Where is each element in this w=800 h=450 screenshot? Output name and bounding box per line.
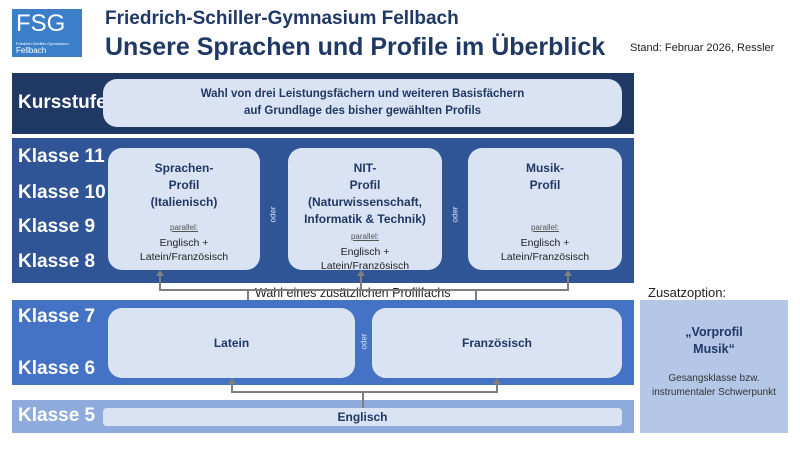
arrow-icon: [228, 378, 236, 384]
kursstufe-text-2: auf Grundlage des bisher gewählten Profi…: [243, 105, 482, 117]
school-name: Friedrich-Schiller-Gymnasium Fellbach: [105, 8, 459, 29]
kursstufe-label: Kursstufe: [18, 92, 107, 113]
zusatz-desc-2: instrumentaler Schwerpunkt: [652, 387, 776, 398]
parallel-line-2: Latein/Französisch: [500, 251, 590, 263]
upper-band: Klasse 11 Klasse 10 Klasse 9 Klasse 8 Sp…: [12, 138, 634, 283]
profile-nit: NIT- Profil (Naturwissenschaft, Informat…: [288, 148, 442, 272]
lower-band: Klasse 5 Englisch: [12, 400, 634, 433]
label-klasse-9: Klasse 9: [18, 216, 96, 237]
middle-band: Klasse 7 Klasse 6 Latein oder Französisc…: [12, 300, 634, 385]
profile-title-line: (Italienisch): [150, 195, 218, 209]
parallel-label: parallel:: [350, 232, 379, 241]
parallel-line-2: Latein/Französisch: [320, 260, 410, 272]
logo-town: Fellbach: [16, 46, 47, 55]
englisch-box: Englisch: [103, 408, 622, 426]
profile-title-line: Informatik & Technik): [304, 212, 426, 226]
latein-box: Latein: [108, 308, 355, 378]
label-klasse-7: Klasse 7: [18, 306, 96, 327]
zusatz-title-2: Musik“: [693, 342, 735, 356]
arrow-icon: [156, 270, 164, 276]
page-title: Unsere Sprachen und Profile im Überblick: [105, 33, 606, 61]
zusatz-title-1: „Vorprofil: [685, 325, 743, 339]
label-klasse-5: Klasse 5: [18, 405, 96, 426]
parallel-line-2: Latein/Französisch: [139, 251, 229, 263]
franzoesisch-label: Französisch: [461, 336, 533, 350]
kursstufe-box: Wahl von drei Leistungsfächern und weite…: [103, 79, 622, 127]
parallel-label: parallel:: [530, 223, 559, 232]
label-klasse-11: Klasse 11: [18, 146, 105, 167]
label-klasse-10: Klasse 10: [18, 182, 106, 203]
parallel-line-1: Englisch +: [340, 246, 390, 258]
profile-musik: Musik- Profil parallel: Englisch + Latei…: [468, 148, 622, 270]
parallel-line-1: Englisch +: [159, 237, 209, 249]
franzoesisch-box: Französisch: [372, 308, 622, 378]
zusatz-box: „Vorprofil Musik“ Gesangsklasse bzw. ins…: [640, 300, 788, 433]
upper-connector: [159, 273, 569, 300]
parallel-label: parallel:: [169, 223, 198, 232]
latein-label: Latein: [213, 336, 250, 350]
arrow-icon: [564, 270, 572, 276]
school-logo: FSG Friedrich-Schiller-Gymnasium Fellbac…: [12, 9, 82, 57]
lower-connector: [231, 381, 498, 408]
kursstufe-band: Kursstufe Wahl von drei Leistungsfächern…: [12, 73, 634, 134]
zusatz-heading: Zusatzoption:: [648, 285, 727, 300]
arrow-icon: [493, 378, 501, 384]
profile-title-line: NIT-: [353, 161, 377, 175]
logo-name: Friedrich-Schiller-Gymnasium: [16, 41, 69, 46]
label-klasse-6: Klasse 6: [18, 358, 96, 379]
englisch-label: Englisch: [337, 410, 388, 424]
zusatz-desc-1: Gesangsklasse bzw.: [668, 373, 760, 384]
profile-title-line: Sprachen-: [154, 161, 214, 175]
label-klasse-8: Klasse 8: [18, 251, 96, 272]
stand-text: Stand: Februar 2026, Ressler: [630, 42, 775, 54]
profile-sprachen: Sprachen- Profil (Italienisch) parallel:…: [108, 148, 260, 270]
profile-title-line: (Naturwissenschaft,: [307, 195, 423, 209]
profile-title-line: Profil: [168, 178, 200, 192]
parallel-line-1: Englisch +: [520, 237, 570, 249]
profile-title-line: Profil: [529, 178, 561, 192]
profile-title-line: Musik-: [525, 161, 564, 175]
logo-abbr: FSG: [16, 10, 66, 37]
kursstufe-text-1: Wahl von drei Leistungsfächern und weite…: [200, 88, 525, 100]
arrow-icon: [357, 270, 365, 276]
profile-title-line: Profil: [349, 178, 381, 192]
